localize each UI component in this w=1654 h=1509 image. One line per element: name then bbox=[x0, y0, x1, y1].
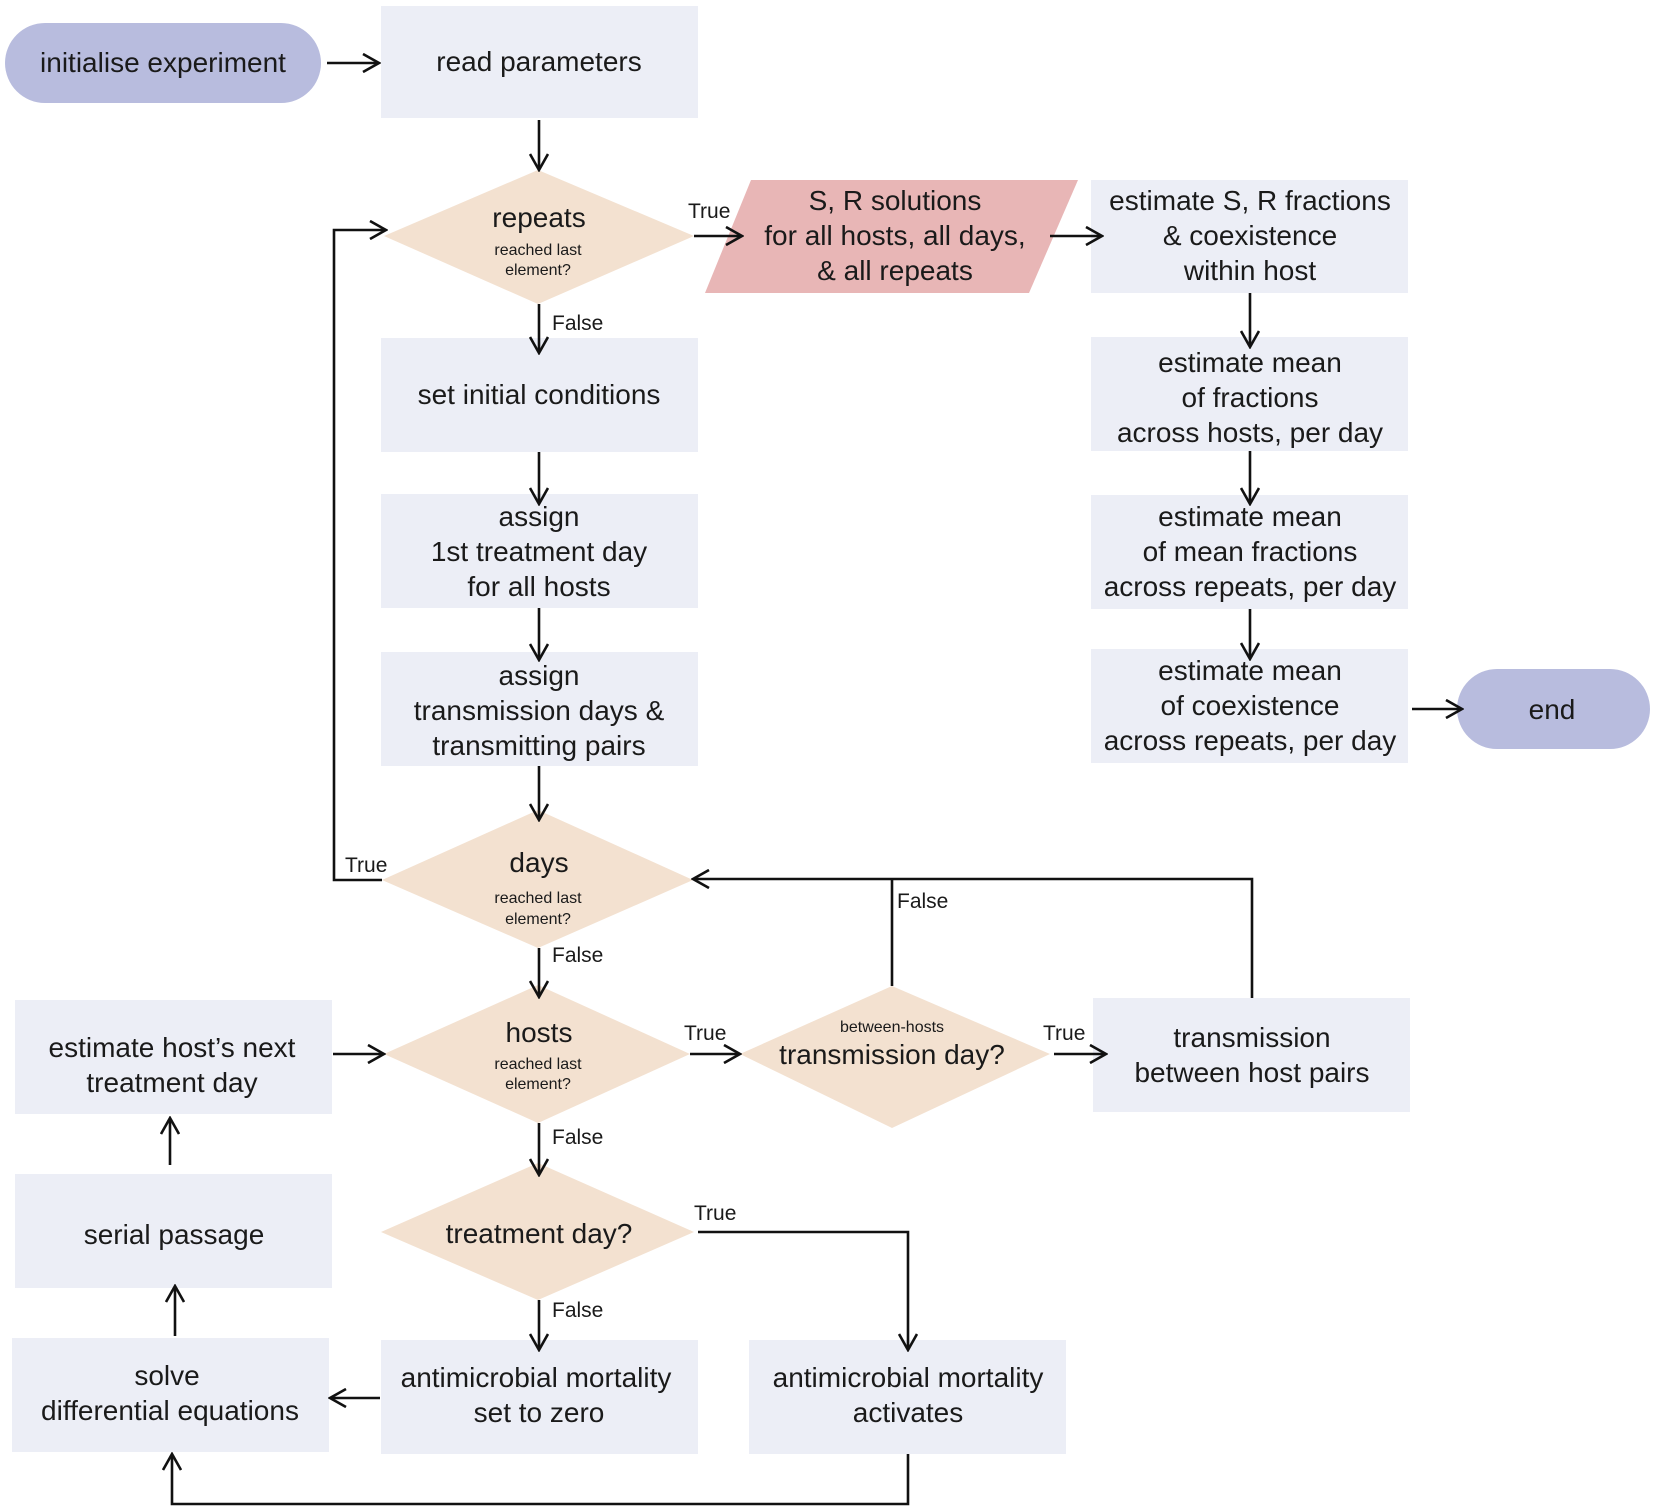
between-hosts-top: between-hosts bbox=[840, 1019, 944, 1036]
trans-pairs-line-2: between host pairs bbox=[1134, 1057, 1369, 1088]
initialise-experiment-label: initialise experiment bbox=[40, 47, 286, 78]
repeats-decision bbox=[384, 170, 694, 304]
between-hosts-decision bbox=[740, 986, 1050, 1128]
solve-equations-box bbox=[12, 1338, 329, 1452]
mort-zero-line-2: set to zero bbox=[474, 1397, 605, 1428]
mean-fractions-line-2: of fractions bbox=[1182, 382, 1319, 413]
assign-trans-line-1: assign bbox=[499, 660, 580, 691]
treatment-true-label: True bbox=[694, 1202, 736, 1225]
treatment-false-label: False bbox=[552, 1299, 603, 1322]
end-terminal bbox=[1457, 669, 1650, 749]
estimate-sr-fractions-box bbox=[1091, 180, 1408, 293]
mean-coex-line-2: of coexistence bbox=[1161, 690, 1340, 721]
mort-act-line-2: activates bbox=[853, 1397, 964, 1428]
treatment-day-title: treatment day? bbox=[446, 1218, 633, 1249]
days-sub-line-2: element? bbox=[505, 911, 571, 928]
solve-line-1: solve bbox=[134, 1360, 199, 1391]
arrow-days-true-loop bbox=[332, 230, 386, 882]
arrow-activates-to-solve bbox=[172, 1454, 910, 1506]
repeats-title: repeats bbox=[492, 202, 585, 233]
sr-solutions-line-1: S, R solutions bbox=[809, 185, 982, 216]
set-initial-conditions-box bbox=[381, 338, 698, 452]
end-label: end bbox=[1529, 694, 1576, 725]
hosts-sub-line-2: element? bbox=[505, 1076, 571, 1093]
estimate-mean-coexistence-box bbox=[1091, 649, 1408, 763]
estimate-mean-fractions-box bbox=[1091, 337, 1408, 451]
mean-mean-line-2: of mean fractions bbox=[1143, 536, 1358, 567]
repeats-true-label: True bbox=[688, 200, 730, 223]
mortality-activates-box bbox=[749, 1340, 1066, 1454]
hosts-true-label: True bbox=[684, 1022, 726, 1045]
between-hosts-title: transmission day? bbox=[779, 1039, 1005, 1070]
days-sub-line-1: reached last bbox=[494, 890, 582, 907]
assign-first-line-2: 1st treatment day bbox=[431, 536, 647, 567]
assign-trans-line-2: transmission days & bbox=[414, 695, 665, 726]
mean-fractions-line-1: estimate mean bbox=[1158, 347, 1342, 378]
estimate-next-line-1: estimate host’s next bbox=[49, 1032, 296, 1063]
arrow-treat-true bbox=[698, 1230, 908, 1350]
initialise-experiment-terminal bbox=[5, 23, 321, 103]
mort-zero-line-1: antimicrobial mortality bbox=[401, 1362, 672, 1393]
estimate-sr-line-3: within host bbox=[1183, 255, 1317, 286]
estimate-sr-line-2: & coexistence bbox=[1163, 220, 1337, 251]
repeats-sub-line-1: reached last bbox=[494, 242, 582, 259]
estimate-next-treatment-box bbox=[15, 1000, 332, 1114]
solve-line-2: differential equations bbox=[41, 1395, 299, 1426]
estimate-sr-line-1: estimate S, R fractions bbox=[1109, 185, 1391, 216]
sr-solutions-io bbox=[705, 180, 1078, 293]
mean-fractions-line-3: across hosts, per day bbox=[1117, 417, 1383, 448]
serial-passage-label: serial passage bbox=[84, 1219, 265, 1250]
transmission-false-label: False bbox=[897, 890, 948, 913]
between-true-label: True bbox=[1043, 1022, 1085, 1045]
trans-pairs-line-1: transmission bbox=[1173, 1022, 1330, 1053]
assign-first-line-1: assign bbox=[499, 501, 580, 532]
mortality-zero-box bbox=[381, 1340, 698, 1454]
sr-solutions-line-3: & all repeats bbox=[817, 255, 973, 286]
set-initial-label: set initial conditions bbox=[418, 379, 661, 410]
repeats-false-label: False bbox=[552, 312, 603, 335]
mean-coex-line-1: estimate mean bbox=[1158, 655, 1342, 686]
days-true-label: True bbox=[345, 854, 387, 877]
hosts-sub-line-1: reached last bbox=[494, 1056, 582, 1073]
days-false-label: False bbox=[552, 944, 603, 967]
arrow-transfalse-and-pairs-to-days bbox=[693, 879, 1254, 998]
estimate-next-line-2: treatment day bbox=[86, 1067, 257, 1098]
assign-transmission-box bbox=[381, 652, 698, 766]
serial-passage-box bbox=[15, 1174, 332, 1288]
treatment-day-decision bbox=[381, 1163, 694, 1300]
hosts-false-label: False bbox=[552, 1126, 603, 1149]
days-title: days bbox=[509, 847, 568, 878]
transmission-pairs-box bbox=[1093, 998, 1410, 1112]
assign-first-line-3: for all hosts bbox=[467, 571, 610, 602]
mean-coex-line-3: across repeats, per day bbox=[1104, 725, 1397, 756]
read-parameters-label: read parameters bbox=[436, 46, 641, 77]
assign-first-treatment-box bbox=[381, 494, 698, 608]
assign-trans-line-3: transmitting pairs bbox=[432, 730, 645, 761]
mean-mean-line-1: estimate mean bbox=[1158, 501, 1342, 532]
sr-solutions-line-2: for all hosts, all days, bbox=[764, 220, 1025, 251]
mort-act-line-1: antimicrobial mortality bbox=[773, 1362, 1044, 1393]
estimate-mean-mean-box bbox=[1091, 495, 1408, 609]
hosts-title: hosts bbox=[506, 1017, 573, 1048]
mean-mean-line-3: across repeats, per day bbox=[1104, 571, 1397, 602]
days-decision bbox=[382, 810, 693, 948]
hosts-decision bbox=[384, 985, 690, 1123]
repeats-sub-line-2: element? bbox=[505, 262, 571, 279]
read-parameters-box bbox=[381, 6, 698, 118]
